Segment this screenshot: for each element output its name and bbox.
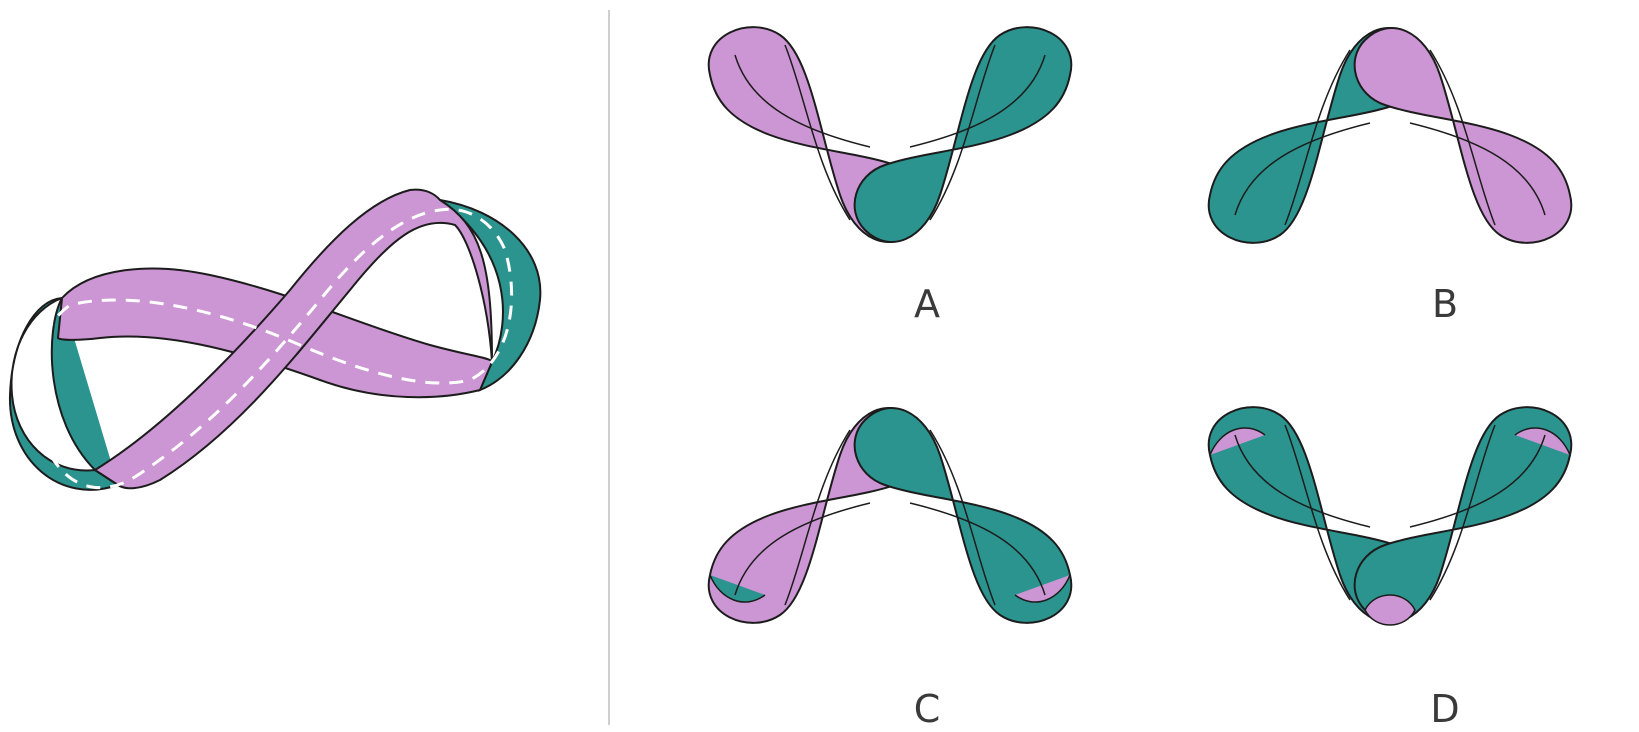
reference-front-band <box>93 188 493 490</box>
reference-dashed-centerline <box>33 207 514 490</box>
option-c-ribbon <box>707 407 1073 624</box>
option-a-label: A <box>914 282 940 326</box>
option-b-ribbon <box>1207 27 1573 244</box>
reference-right-end <box>439 199 542 392</box>
option-d-label: D <box>1430 687 1460 731</box>
option-b-label: B <box>1431 282 1459 326</box>
option-c-label: C <box>913 687 941 731</box>
option-d-ribbon <box>1207 406 1573 626</box>
reference-ribbon <box>8 188 542 491</box>
option-a-ribbon <box>707 26 1073 243</box>
